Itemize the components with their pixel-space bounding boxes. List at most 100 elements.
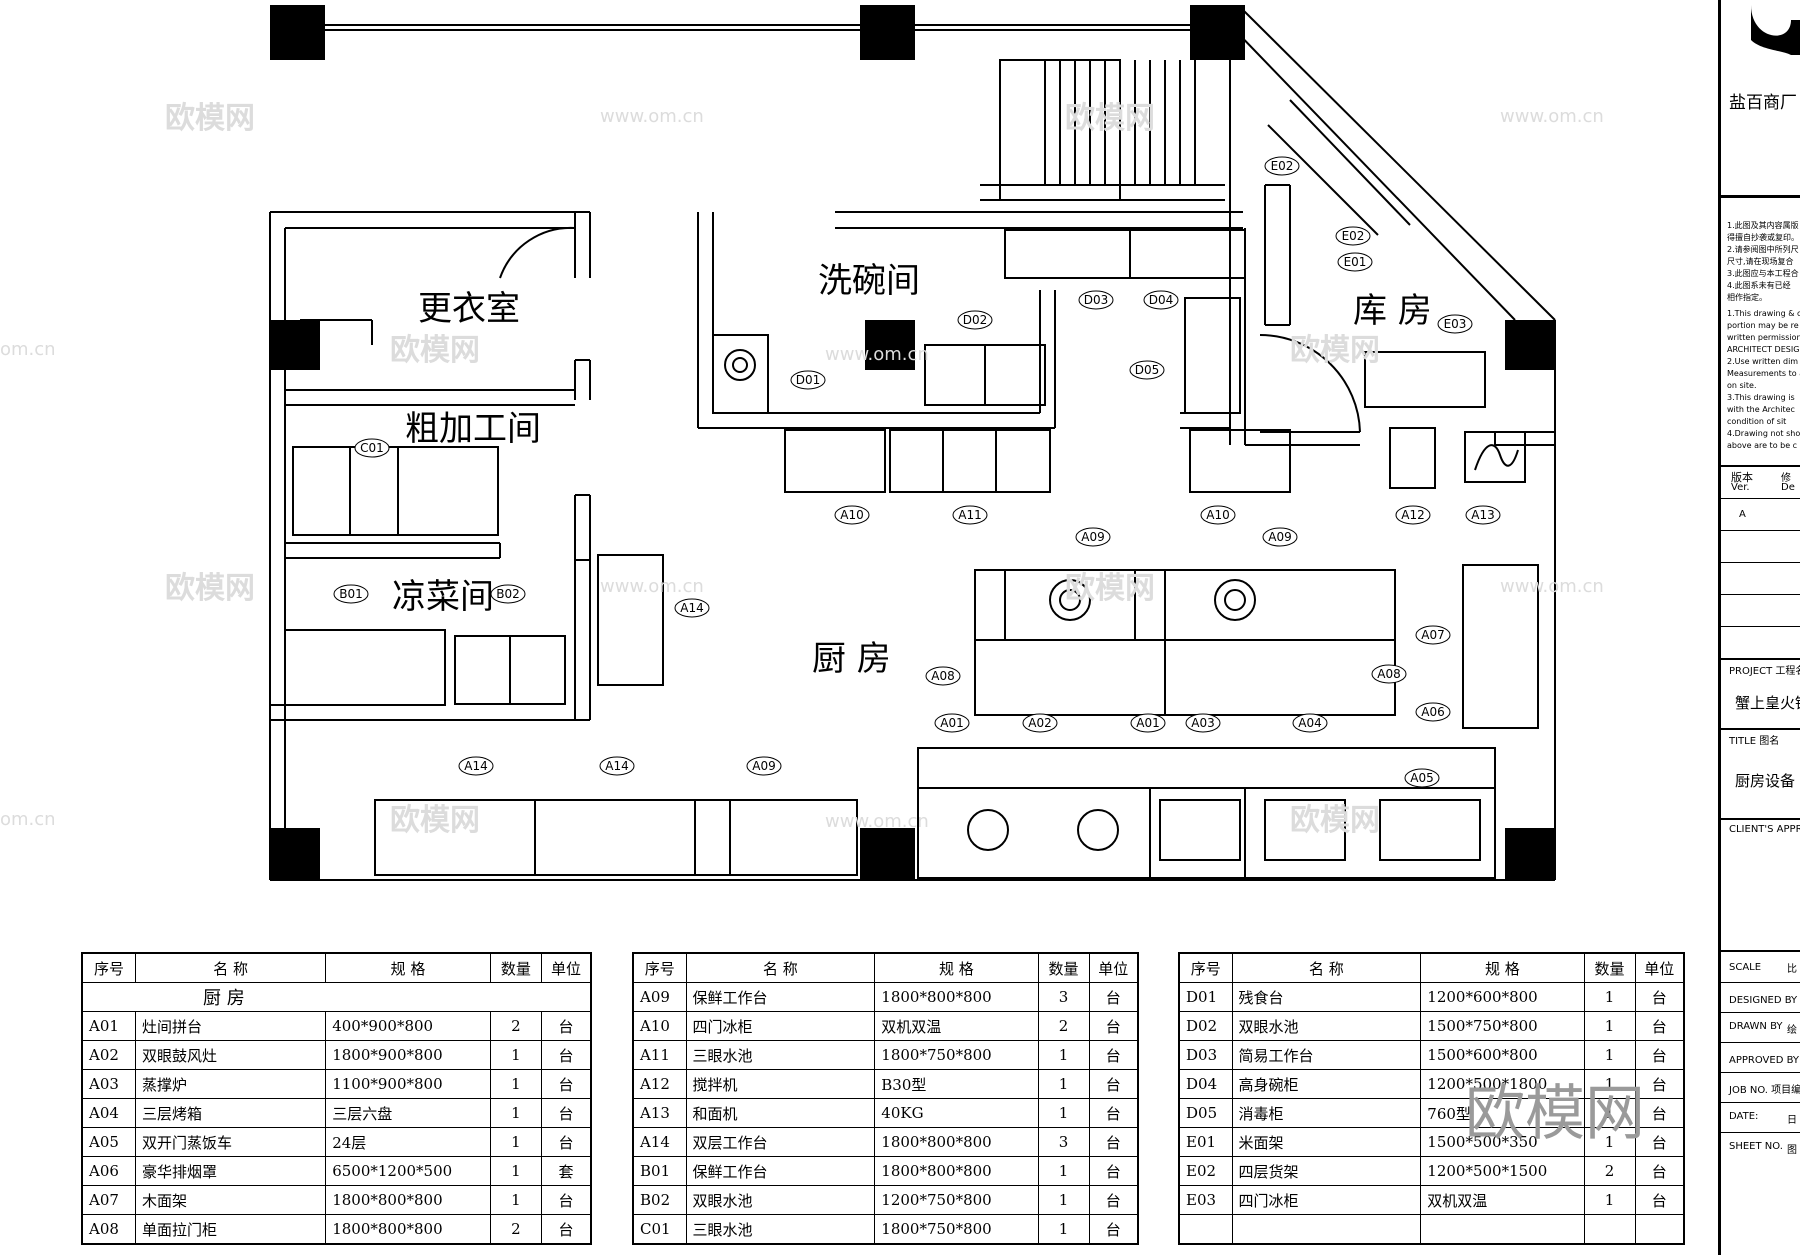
cell-seq: A11 bbox=[632, 1040, 687, 1070]
cell-name: 三眼水池 bbox=[685, 1214, 876, 1245]
tag-label: A10 bbox=[1206, 508, 1229, 522]
header-seq: 序号 bbox=[1178, 952, 1233, 983]
cell-spec: 1800*750*800 bbox=[874, 1214, 1039, 1245]
cell-seq: B02 bbox=[632, 1185, 687, 1215]
cell-unit: 台 bbox=[1088, 1185, 1139, 1215]
cell-name: 保鲜工作台 bbox=[685, 982, 876, 1012]
tag-label: E01 bbox=[1344, 255, 1367, 269]
tag-a08: A08 bbox=[1371, 664, 1407, 684]
tag-a14: A14 bbox=[458, 756, 494, 776]
cell-qty: 1 bbox=[489, 1098, 543, 1128]
tag-label: A08 bbox=[931, 669, 954, 683]
cell-spec: 双机双温 bbox=[1420, 1185, 1585, 1215]
header-name: 名 称 bbox=[685, 952, 876, 983]
date-label: DATE: bbox=[1729, 1111, 1759, 1122]
cell-qty: 1 bbox=[1583, 1127, 1636, 1157]
cell-unit: 台 bbox=[541, 1040, 592, 1070]
cell-seq: A01 bbox=[81, 1011, 136, 1041]
tag-b02: B02 bbox=[490, 584, 526, 604]
tag-b01: B01 bbox=[333, 584, 369, 604]
watermark-logo-7: 欧模网 bbox=[1290, 333, 1380, 368]
cell-spec: 40KG bbox=[874, 1098, 1039, 1128]
room-dish: 洗碗间 bbox=[818, 261, 920, 301]
watermark-logo-3: 欧模网 bbox=[390, 333, 480, 368]
cell-name: 灶间拼台 bbox=[134, 1011, 327, 1041]
tag-label: D04 bbox=[1149, 293, 1174, 307]
tag-label: A14 bbox=[464, 759, 487, 773]
note-line: above are to be c bbox=[1727, 441, 1798, 450]
tag-label: A14 bbox=[680, 601, 703, 615]
cell-spec: 1800*800*800 bbox=[325, 1214, 491, 1245]
cell-spec: 1500*600*800 bbox=[1420, 1040, 1585, 1070]
cell-seq: D04 bbox=[1178, 1069, 1233, 1099]
cell-qty: 3 bbox=[1037, 982, 1090, 1012]
header-name: 名 称 bbox=[134, 952, 327, 983]
cell-spec: 24层 bbox=[325, 1127, 491, 1157]
tag-a04: A04 bbox=[1292, 713, 1328, 733]
cell-unit: 台 bbox=[541, 1098, 592, 1128]
cell-seq: E02 bbox=[1178, 1156, 1233, 1186]
cell-seq: E01 bbox=[1178, 1127, 1233, 1157]
approved-label: APPROVED BY 校 bbox=[1729, 1055, 1800, 1066]
cell-qty: 1 bbox=[489, 1127, 543, 1157]
room-rough: 粗加工间 bbox=[405, 409, 541, 449]
tag-label: E02 bbox=[1271, 159, 1294, 173]
cell-unit: 台 bbox=[1088, 1098, 1139, 1128]
cell-unit: 台 bbox=[541, 1127, 592, 1157]
cell-unit: 台 bbox=[1088, 1214, 1139, 1245]
cell-unit: 套 bbox=[541, 1156, 592, 1186]
cell-name: 三层烤箱 bbox=[134, 1098, 327, 1128]
cell-name: 残食台 bbox=[1231, 982, 1422, 1012]
header-name: 名 称 bbox=[1231, 952, 1422, 983]
tag-a01: A01 bbox=[934, 713, 970, 733]
tag-label: A04 bbox=[1298, 716, 1321, 730]
scale-label: SCALE bbox=[1729, 962, 1762, 973]
cell-name: 简易工作台 bbox=[1231, 1040, 1422, 1070]
tag-label: D03 bbox=[1084, 293, 1109, 307]
tag-a05: A05 bbox=[1404, 768, 1440, 788]
tag-a02: A02 bbox=[1022, 713, 1058, 733]
project-label: PROJECT 工程名 bbox=[1729, 666, 1800, 677]
cell-spec: 400*900*800 bbox=[325, 1011, 491, 1041]
cell-spec: 1800*900*800 bbox=[325, 1040, 491, 1070]
room-store: 库 房 bbox=[1353, 291, 1432, 331]
tag-label: A03 bbox=[1191, 716, 1214, 730]
room-changing: 更衣室 bbox=[418, 289, 520, 329]
tag-a13: A13 bbox=[1465, 505, 1501, 525]
cell-name: 双开门蒸饭车 bbox=[134, 1127, 327, 1157]
tag-d03: D03 bbox=[1078, 290, 1114, 310]
cell-qty: 1 bbox=[489, 1185, 543, 1215]
tag-label: D02 bbox=[963, 313, 988, 327]
tag-label: D05 bbox=[1135, 363, 1160, 377]
cell-spec: 1800*800*800 bbox=[325, 1185, 491, 1215]
cell-unit: 台 bbox=[1088, 982, 1139, 1012]
cell-name: 高身碗柜 bbox=[1231, 1069, 1422, 1099]
tag-label: A01 bbox=[1136, 716, 1159, 730]
cell-qty: 2 bbox=[1583, 1156, 1636, 1186]
header-spec: 规 格 bbox=[1420, 952, 1585, 983]
watermark-logo-6: 欧模网 bbox=[390, 803, 480, 838]
header-qty: 数量 bbox=[1583, 952, 1636, 983]
cell-spec: 1500*750*800 bbox=[1420, 1011, 1585, 1041]
tag-label: B02 bbox=[496, 587, 520, 601]
watermark-logo-2: 欧模网 bbox=[1065, 101, 1155, 136]
note-line: with the Architec bbox=[1727, 405, 1795, 414]
cell-seq: D01 bbox=[1178, 982, 1233, 1012]
cell-unit: 台 bbox=[1634, 1127, 1685, 1157]
cell-seq: A14 bbox=[632, 1127, 687, 1157]
ver-value: A bbox=[1739, 509, 1746, 520]
tag-label: A14 bbox=[605, 759, 628, 773]
cell-unit: 台 bbox=[1634, 1156, 1685, 1186]
cell-unit bbox=[1634, 1214, 1685, 1245]
tag-label: A06 bbox=[1421, 705, 1444, 719]
header-qty: 数量 bbox=[1037, 952, 1090, 983]
tag-label: A09 bbox=[1081, 530, 1104, 544]
